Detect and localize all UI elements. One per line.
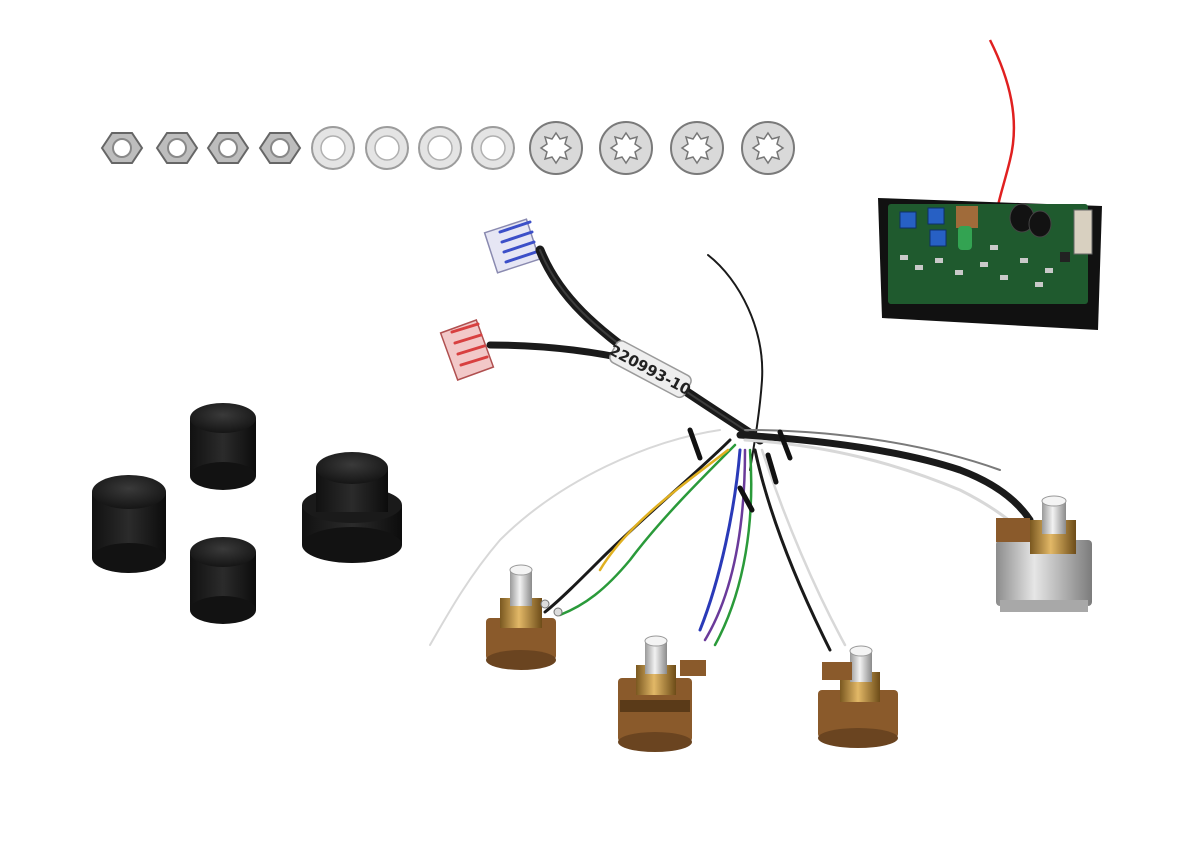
hex-nuts bbox=[100, 132, 302, 164]
flat-washer bbox=[311, 126, 355, 170]
star-washers bbox=[529, 121, 795, 175]
knob bbox=[92, 475, 166, 573]
potentiometer-dual bbox=[618, 635, 706, 752]
star-washer bbox=[529, 121, 583, 175]
potentiometer-push-pull bbox=[996, 495, 1092, 612]
smd-components bbox=[900, 245, 1070, 287]
connector-header bbox=[1073, 209, 1093, 255]
trimmer-left bbox=[899, 211, 917, 229]
star-washer bbox=[670, 121, 724, 175]
flat-washer bbox=[418, 126, 462, 170]
hex-nut bbox=[155, 132, 199, 164]
potentiometers bbox=[486, 495, 1092, 752]
flat-washer bbox=[365, 126, 409, 170]
battery-wire-red bbox=[988, 39, 1016, 219]
hex-nut bbox=[258, 132, 302, 164]
hex-nut bbox=[100, 132, 144, 164]
shield-wire-white bbox=[429, 429, 721, 646]
trimmer-lower bbox=[929, 229, 947, 247]
hex-nut bbox=[206, 132, 250, 164]
trimmer-middle bbox=[927, 207, 945, 225]
control-knobs bbox=[92, 403, 402, 624]
capacitor-black-2 bbox=[1028, 210, 1052, 238]
potentiometer bbox=[486, 564, 563, 670]
connector-red bbox=[439, 319, 495, 381]
flat-washer bbox=[471, 126, 515, 170]
harness-sleeve: 220993-10 bbox=[606, 340, 694, 399]
pcb bbox=[888, 204, 1088, 304]
potentiometer bbox=[818, 645, 898, 748]
harness-part-number: 220993-10 bbox=[606, 341, 694, 399]
resistor-block bbox=[956, 206, 978, 228]
star-washer bbox=[741, 121, 795, 175]
stacked-knob bbox=[302, 452, 402, 563]
star-washer bbox=[599, 121, 653, 175]
knob bbox=[190, 403, 256, 490]
knob bbox=[190, 537, 256, 624]
flat-washers bbox=[311, 126, 515, 170]
connector-blue bbox=[483, 218, 541, 274]
cable-ties bbox=[687, 427, 793, 513]
capacitor-green bbox=[958, 226, 972, 250]
preamp-board bbox=[878, 39, 1102, 330]
